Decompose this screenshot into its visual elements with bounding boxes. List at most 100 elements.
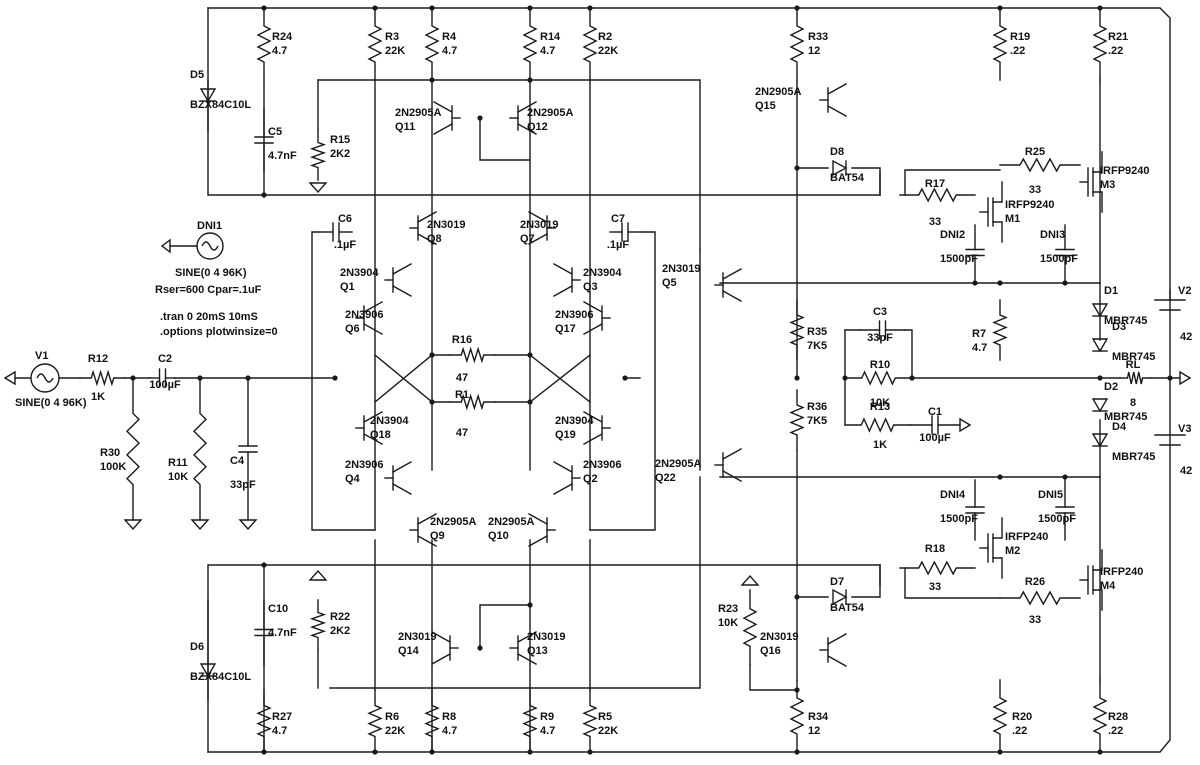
diode-model: MBR745 [1112, 351, 1155, 363]
transistor-model: 2N3019 [398, 631, 437, 643]
resistor-ref: R12 [88, 353, 108, 365]
resistor-value: .22 [1012, 725, 1027, 737]
junction-dot [372, 749, 378, 755]
mosfet-ref: M2 [1005, 545, 1020, 557]
transistor-lead [722, 448, 742, 460]
resistor-ref: R8 [442, 711, 456, 723]
resistor-r6 [367, 689, 383, 753]
resistor-ref: R21 [1108, 31, 1128, 43]
resistor-r28 [1092, 679, 1108, 753]
transistor-lead [392, 461, 412, 473]
wire [479, 117, 531, 161]
dni1-source-icon [196, 232, 224, 260]
transistor-ref: Q16 [760, 645, 781, 657]
junction-dot [261, 5, 267, 11]
junction-dot [130, 375, 136, 381]
transistor-ref: Q9 [430, 530, 445, 542]
transistor-model: 2N3906 [583, 459, 622, 471]
junction-dot [477, 645, 483, 651]
wire [317, 79, 701, 251]
resistor-r26 [999, 590, 1081, 606]
capacitor-ref: C2 [158, 353, 172, 365]
resistor-value: 2K2 [330, 625, 350, 637]
resistor-value: 100K [100, 461, 126, 473]
resistor-value: 1K [91, 391, 105, 403]
resistor-ref: R28 [1108, 711, 1128, 723]
mosfet-model: IRFP240 [1100, 566, 1143, 578]
capacitor-ref: C6 [338, 213, 352, 225]
resistor-value: 7K5 [807, 415, 827, 427]
wire [992, 557, 1003, 579]
resistor-ref: R30 [100, 447, 120, 459]
junction-dot [332, 375, 338, 381]
capacitor-ref: C1 [928, 406, 942, 418]
transistor-ref: Q22 [655, 472, 676, 484]
resistor-value: 12 [808, 45, 820, 57]
transistor-model: 2N2905A [755, 86, 802, 98]
resistor-r27 [256, 689, 272, 753]
ground-symbol [308, 569, 328, 581]
transistor-ref: Q8 [427, 233, 442, 245]
resistor-r12 [79, 369, 126, 387]
transistor-lead [417, 513, 437, 525]
resistor-value: 22K [385, 45, 405, 57]
capacitor-ref: DNI5 [1038, 489, 1063, 501]
resistor-value: 33 [1029, 614, 1041, 626]
junction-dot [527, 749, 533, 755]
junction-dot [794, 5, 800, 11]
resistor-ref: R24 [272, 31, 293, 43]
transistor-model: 2N2905A [488, 516, 535, 528]
resistor-ref: R25 [1025, 146, 1045, 158]
wire [992, 181, 1003, 203]
transistor-model: 2N2905A [527, 107, 574, 119]
junction-dot [477, 115, 483, 121]
junction-dot [527, 399, 533, 405]
junction-dot [1097, 5, 1103, 11]
wire [589, 231, 656, 531]
capacitor-value: 1500pF [940, 253, 978, 265]
diode-d8 [832, 159, 848, 177]
transistor-model: 2N3904 [583, 267, 622, 279]
transistor-model: 2N3904 [340, 267, 379, 279]
transistor-ref: Q2 [583, 473, 598, 485]
wire [1092, 191, 1103, 213]
transistor-ref: Q17 [555, 323, 576, 335]
resistor-value: 4.7 [272, 725, 287, 737]
resistor-r16 [449, 346, 496, 364]
wire [1092, 589, 1103, 611]
capacitor-ref: C7 [611, 213, 625, 225]
capacitor-value: .1µF [334, 239, 357, 251]
junction-dot [842, 375, 848, 381]
transistor-lead [431, 631, 451, 643]
resistor-ref: R23 [718, 603, 738, 615]
junction-dot [1167, 375, 1173, 381]
capacitor-value: 1500pF [1038, 513, 1076, 525]
resistor-r17 [899, 187, 976, 203]
directive-text: .tran 0 20mS 10mS [160, 311, 258, 323]
junction-dot [794, 749, 800, 755]
diode-ref: D2 [1104, 381, 1118, 393]
resistor-ref: R34 [808, 711, 829, 723]
resistor-value: 4.7 [972, 342, 987, 354]
ground-symbol [308, 182, 328, 194]
capacitor-ref: C5 [268, 126, 282, 138]
resistor-r34 [789, 679, 805, 753]
junction-dot [997, 5, 1003, 11]
resistor-value: 33 [1029, 184, 1041, 196]
source-value: 42 [1180, 465, 1192, 477]
diode-model: MBR745 [1104, 315, 1147, 327]
transistor-lead [722, 268, 742, 280]
ground-symbol [959, 417, 972, 433]
transistor-ref: Q5 [662, 277, 677, 289]
transistor-lead [392, 285, 412, 297]
junctions [130, 5, 1173, 755]
transistor-ref: Q6 [345, 323, 360, 335]
resistor-ref: R13 [870, 401, 890, 413]
resistor-value: 7K5 [807, 340, 827, 352]
wire [749, 664, 798, 691]
ground-symbol [160, 238, 171, 254]
junction-dot [794, 375, 800, 381]
transistor-lead [433, 123, 453, 135]
junction-dot [527, 602, 533, 608]
